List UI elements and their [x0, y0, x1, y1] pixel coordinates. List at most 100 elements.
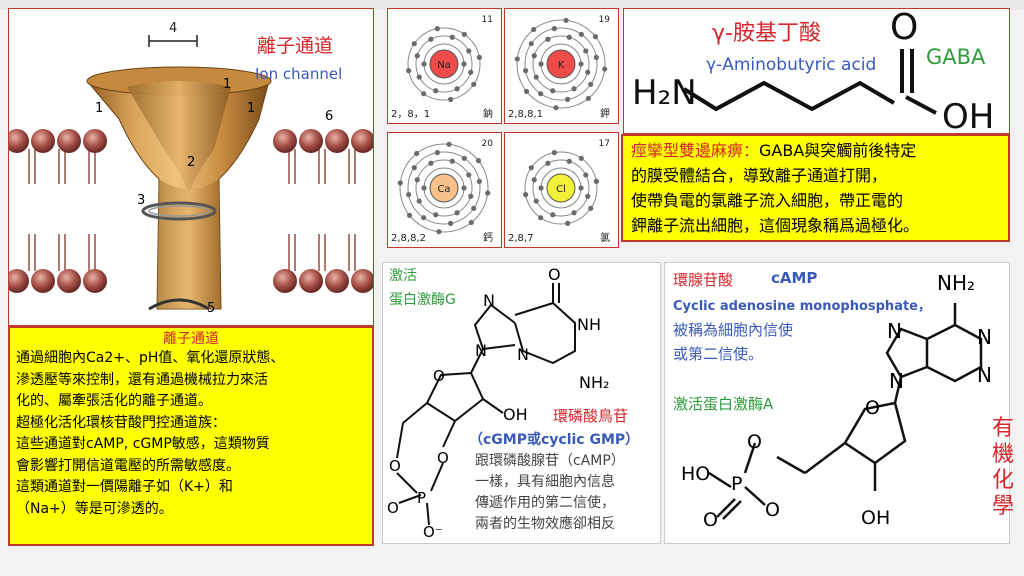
element-symbol: Cl: [556, 184, 566, 195]
electron: [485, 190, 491, 196]
side-char: 化: [991, 468, 1014, 493]
electron: [531, 177, 537, 183]
description-line: 這些通道對cAMP, cGMP敏感，這類物質: [16, 436, 270, 452]
electron: [585, 95, 591, 102]
camp-full-name: Cyclic adenosine monophosphate，: [673, 299, 931, 314]
electron: [565, 220, 571, 226]
ion-channel-panel: 4 離子通道 Ion channel 1 1 1 2 3 5 6: [8, 8, 374, 326]
camp-atom-o-a: O: [747, 431, 762, 453]
electron: [397, 180, 403, 186]
electron: [428, 36, 434, 42]
gaba-title: γ-胺基丁酸: [712, 21, 821, 46]
electron: [538, 215, 544, 221]
gaba-description-line: 使帶負電的氯離子流入細胞，帶正電的: [631, 191, 904, 210]
camp-activate: 激活蛋白激酶A: [673, 395, 774, 413]
electron-config: 2,8,8,2: [391, 233, 426, 244]
electron: [533, 74, 539, 80]
electron: [585, 69, 591, 75]
electron: [449, 34, 455, 40]
electron: [578, 31, 584, 37]
element-symbol: Na: [437, 60, 451, 71]
camp-name: 環腺苷酸: [673, 271, 734, 289]
camp-atom-o-c: O: [703, 509, 718, 531]
bohr-model: Cl: [523, 150, 599, 226]
nucleus: [429, 49, 459, 79]
electron: [593, 178, 599, 184]
gaba-highlight: 痙攣型雙邊麻痹：: [631, 141, 760, 160]
electron: [471, 81, 477, 87]
electron: [578, 61, 584, 67]
camp-atom-n3: N: [887, 319, 902, 343]
electron: [468, 69, 474, 75]
label-1b: 1: [95, 101, 104, 116]
electron: [523, 192, 529, 198]
electron: [578, 185, 584, 191]
cgmp-lines: 跟環磷酸腺苷（cAMP） 一樣，具有細胞內信息 傳遞作用的第二信使， 兩者的生物…: [475, 451, 625, 535]
top-strip: [0, 0, 1024, 10]
atomic-number: 20: [481, 139, 493, 149]
side-char: 學: [991, 494, 1014, 519]
electron: [585, 193, 591, 199]
element-symbol: K: [558, 60, 565, 71]
cgmp-atom-o-b: O: [437, 449, 449, 467]
electron: [592, 34, 599, 40]
atomic-number: 19: [598, 15, 610, 25]
description-line: 滲透壓等來控制，還有通過機械拉力來活: [16, 371, 268, 388]
element-name: 鈣: [483, 233, 493, 244]
electron: [553, 105, 559, 111]
electron: [538, 61, 544, 67]
electron: [578, 155, 584, 161]
electron: [531, 26, 537, 33]
ion-channel-illustration: [9, 35, 373, 311]
electron: [476, 54, 482, 60]
electron-shell: [415, 159, 473, 217]
electron: [416, 74, 422, 80]
lipid-heads: [9, 129, 373, 293]
gate-arc: [148, 298, 210, 311]
electron: [468, 219, 474, 226]
electron: [421, 61, 427, 67]
electron: [421, 185, 427, 191]
electron: [448, 96, 454, 102]
gaba-line-rest: GABA與突觸前後特定: [759, 141, 917, 160]
atom-card-k: K 19 2,8,8,1 鉀: [504, 8, 619, 124]
electron: [461, 61, 467, 67]
electron: [551, 26, 557, 32]
camp-atom-n1: N: [977, 325, 992, 349]
cgmp-atom-p: P: [417, 489, 427, 507]
camp-atom-o-ring: O: [865, 397, 880, 419]
electron-shell: [524, 151, 598, 225]
gaba-panel: γ-胺基丁酸 γ-Aminobutyric acid GABA H₂N O OH: [623, 8, 1010, 134]
electron: [528, 41, 534, 47]
ion-channel-title-zh: 離子通道: [257, 35, 334, 57]
electron: [434, 150, 440, 156]
gaba-structure: [682, 49, 937, 115]
camp-panel: 環腺苷酸 cAMP Cyclic adenosine monophosphate…: [664, 262, 1010, 544]
nucleus: [429, 173, 459, 203]
electron-shell: [407, 151, 481, 225]
electron: [461, 155, 467, 161]
gaba-description-line: 痙攣型雙邊麻痹：GABA與突觸前後特定: [631, 138, 1000, 163]
camp-atom-nh2: NH₂: [937, 271, 976, 295]
electron: [475, 158, 482, 164]
electron: [545, 36, 551, 42]
electron: [476, 178, 482, 184]
electron: [583, 172, 589, 178]
description-line: 超極化活化環核苷酸門控通道族：: [16, 414, 226, 431]
cgmp-line: 兩者的生物效應卻相反: [475, 516, 615, 532]
gaba-atom-o: O: [890, 8, 919, 48]
electron: [421, 91, 427, 97]
electron: [563, 17, 569, 23]
electron: [411, 165, 417, 171]
description-line: 會影響打開信道電壓的所需敏感度。: [16, 457, 240, 474]
cgmp-atom-n2: N: [517, 345, 529, 364]
electron: [531, 53, 537, 59]
electron: [468, 193, 474, 199]
selectivity-filter-ring: [141, 201, 217, 221]
electron: [414, 53, 420, 59]
camp-structure: [708, 303, 983, 520]
cgmp-line: 一樣，具有細胞內信息: [475, 474, 615, 490]
electron: [461, 31, 467, 37]
electron: [449, 158, 455, 164]
description-line: 這類通道對一價陽離子如（K+）和: [16, 479, 233, 495]
